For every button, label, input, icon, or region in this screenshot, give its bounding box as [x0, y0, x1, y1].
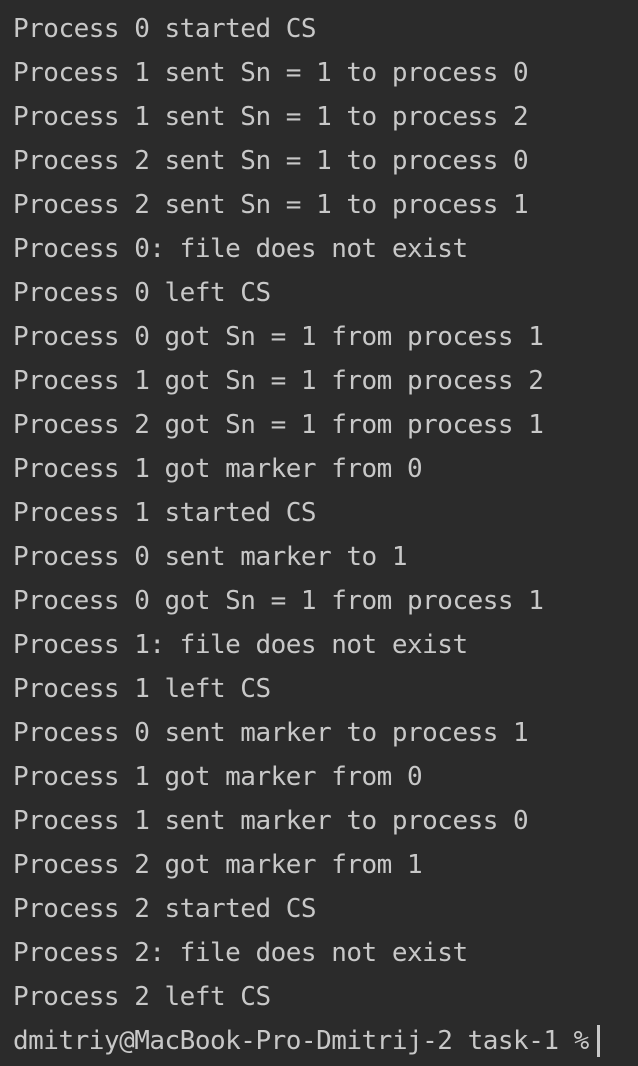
output-line-3: Process 1 sent Sn = 1 to process 2	[13, 102, 529, 132]
output-line-1: Process 0 started CS	[13, 14, 317, 44]
text-cursor	[596, 1025, 600, 1057]
output-line-12: Process 1 started CS	[13, 498, 317, 528]
output-line-13: Process 0 sent marker to 1	[13, 542, 408, 572]
output-line-18: Process 1 got marker from 0	[13, 762, 423, 792]
output-line-4: Process 2 sent Sn = 1 to process 0	[13, 146, 529, 176]
output-line-8: Process 0 got Sn = 1 from process 1	[13, 322, 544, 352]
output-line-15: Process 1: file does not exist	[13, 630, 468, 660]
output-line-5: Process 2 sent Sn = 1 to process 1	[13, 190, 529, 220]
output-line-17: Process 0 sent marker to process 1	[13, 718, 529, 748]
output-line-16: Process 1 left CS	[13, 674, 271, 704]
output-line-10: Process 2 got Sn = 1 from process 1	[13, 410, 544, 440]
output-line-23: Process 2 left CS	[13, 982, 271, 1012]
output-line-7: Process 0 left CS	[13, 278, 271, 308]
output-line-22: Process 2: file does not exist	[13, 938, 468, 968]
output-line-11: Process 1 got marker from 0	[13, 454, 423, 484]
output-line-20: Process 2 got marker from 1	[13, 850, 423, 880]
output-line-2: Process 1 sent Sn = 1 to process 0	[13, 58, 529, 88]
output-line-9: Process 1 got Sn = 1 from process 2	[13, 366, 544, 396]
shell-prompt: dmitriy@MacBook-Pro-Dmitrij-2 task-1 %	[13, 1026, 589, 1056]
output-line-21: Process 2 started CS	[13, 894, 317, 924]
output-line-19: Process 1 sent marker to process 0	[13, 806, 529, 836]
output-line-6: Process 0: file does not exist	[13, 234, 468, 264]
output-line-14: Process 0 got Sn = 1 from process 1	[13, 586, 544, 616]
shell-prompt-line[interactable]: dmitriy@MacBook-Pro-Dmitrij-2 task-1 %	[13, 1019, 638, 1063]
